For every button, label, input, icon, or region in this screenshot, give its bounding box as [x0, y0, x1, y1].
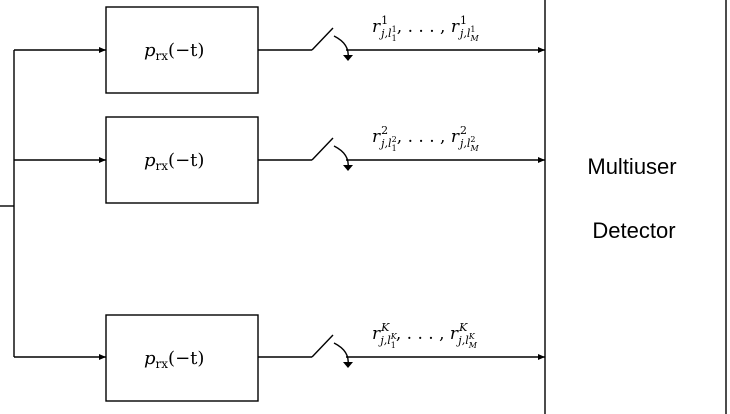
detector-box [544, 0, 727, 414]
branch-k-matched-filter-box [105, 314, 259, 402]
branch-1-sampler-arc [333, 35, 349, 59]
branch-k-sampler-arrowhead [343, 362, 353, 368]
branch-k-sampler-switch [311, 334, 334, 358]
branch-1-sampler-arrowhead [343, 55, 353, 61]
branch-2-sampler-arrowhead [343, 165, 353, 171]
branch-2-sampler-switch [311, 137, 334, 161]
branch-1-sampler-switch [311, 27, 334, 51]
branch-1-matched-filter-box [105, 6, 259, 94]
detector-label-line1: Multiuser [587, 154, 676, 179]
branch-2-filter-label: prx(−t) [144, 150, 204, 173]
branch-2-sampler-arc [333, 145, 349, 169]
branch-k-sampler-arc [333, 342, 349, 366]
detector-label-line2: Detector [592, 218, 675, 243]
multiuser-detector: Multiuser Detector [544, 0, 727, 414]
branch-k-filter-label: prx(−t) [144, 348, 204, 371]
branch-1-filter-label: prx(−t) [144, 40, 204, 63]
